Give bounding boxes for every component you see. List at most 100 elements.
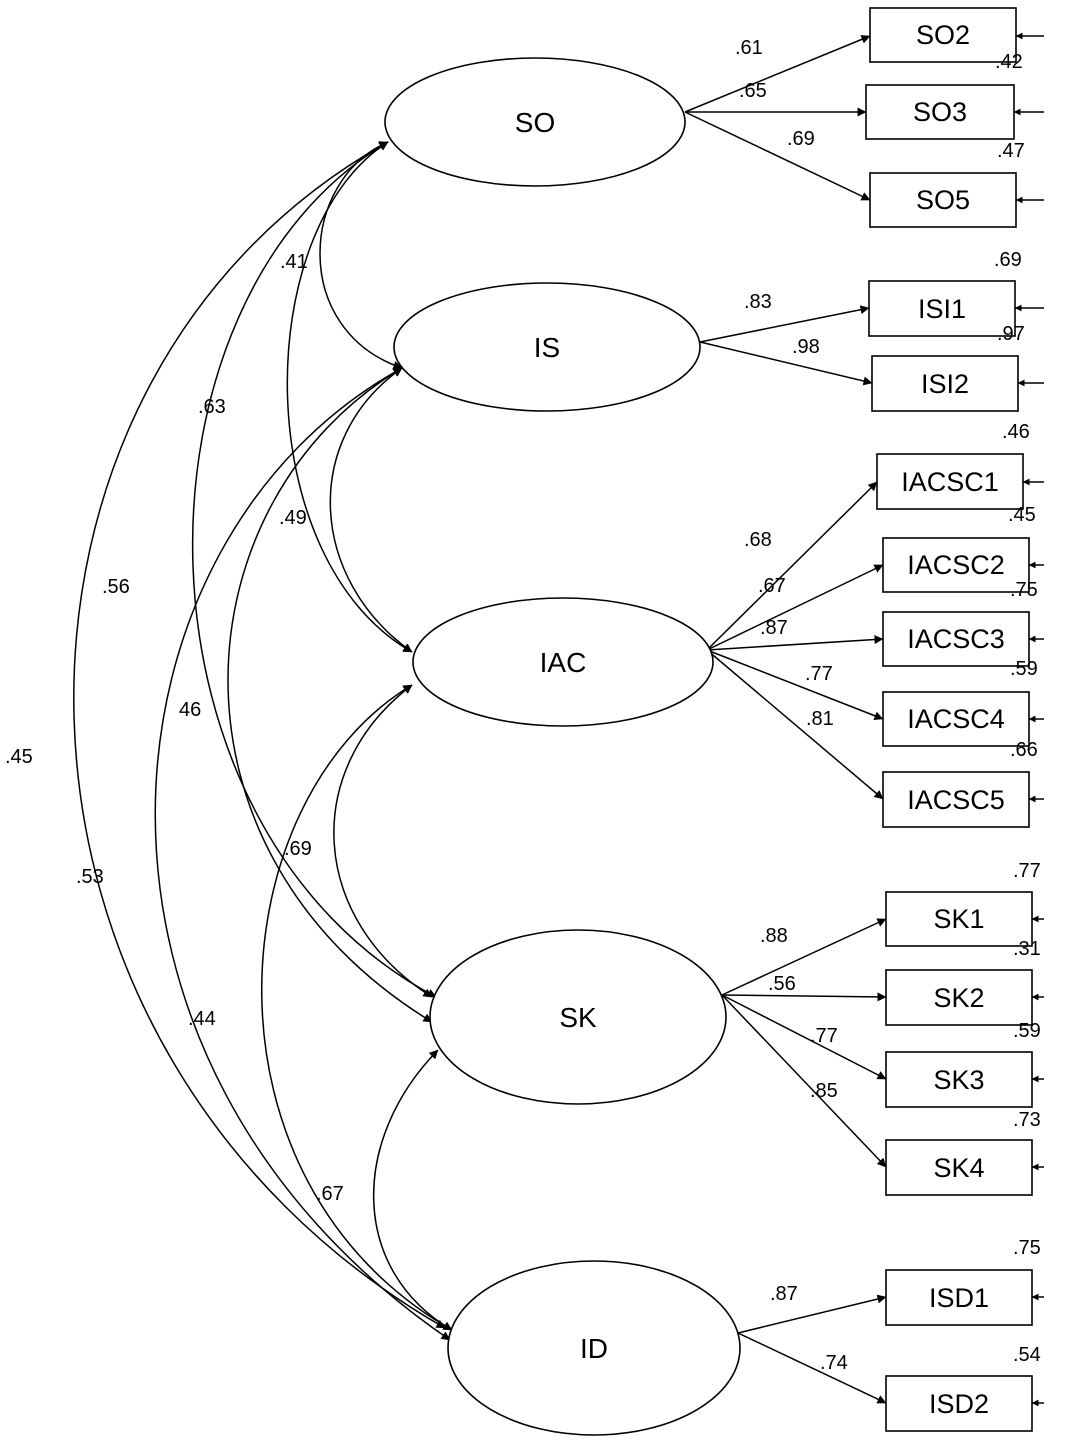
indicator-label: IACSC3	[907, 624, 1005, 654]
indicator-isi1: ISI1	[868, 280, 1016, 337]
loading-arrow	[699, 305, 870, 343]
loading-paths	[684, 35, 887, 1404]
correlation-value: .49	[279, 507, 307, 529]
latent-label: ID	[580, 1333, 608, 1364]
correlation-arc	[73, 141, 446, 1329]
loading-value: .88	[760, 925, 788, 947]
r2-value: .59	[1010, 658, 1038, 680]
correlation-arc	[191, 141, 437, 998]
r2-value: .59	[1013, 1020, 1041, 1042]
loading-arrow	[737, 1332, 887, 1404]
error-arrows	[1013, 32, 1044, 1407]
indicator-label: SO5	[916, 185, 970, 215]
indicator-label: SK3	[933, 1065, 984, 1095]
loading-value: .77	[810, 1025, 838, 1047]
indicator-label: IACSC2	[907, 550, 1005, 580]
loading-value: .87	[760, 617, 788, 639]
r2-value: .46	[1002, 421, 1030, 443]
loading-value: .98	[792, 336, 820, 358]
indicator-label: SK1	[933, 904, 984, 934]
r2-value: .77	[1013, 860, 1041, 882]
correlation-value: .45	[5, 746, 33, 768]
indicator-label: SO2	[916, 20, 970, 50]
correlation-value: .67	[316, 1183, 344, 1205]
loading-value: .68	[744, 529, 772, 551]
latent-is: IS	[393, 282, 701, 412]
loading-arrow	[706, 649, 884, 721]
latent-so: SO	[384, 57, 686, 187]
r2-value: .54	[1013, 1344, 1041, 1366]
correlation-arc	[373, 1049, 453, 1331]
r2-value: .42	[995, 51, 1023, 73]
correlation-arc	[319, 141, 403, 370]
indicator-isd2: ISD2	[885, 1375, 1033, 1432]
indicator-label: ISI2	[921, 369, 969, 399]
loading-arrow	[721, 992, 887, 1002]
latent-sk: SK	[429, 929, 727, 1105]
loading-arrow	[721, 918, 887, 996]
loading-arrow	[721, 994, 887, 1080]
r2-value: .75	[1013, 1237, 1041, 1259]
correlation-value: .41	[280, 251, 308, 273]
loading-value: .67	[758, 575, 786, 597]
indicator-isd1: ISD1	[885, 1269, 1033, 1326]
correlation-arc	[286, 141, 413, 653]
correlation-arc	[261, 684, 453, 1331]
indicator-iacsc2: IACSC2	[882, 537, 1030, 593]
correlation-value: .63	[198, 396, 226, 418]
indicator-sk4: SK4	[885, 1139, 1033, 1196]
correlation-value: .44	[188, 1008, 216, 1030]
loading-arrow	[737, 1294, 887, 1334]
correlation-arc	[329, 367, 413, 653]
loading-value: .81	[806, 708, 834, 730]
indicator-so5: SO5	[869, 172, 1017, 228]
r2-value: .31	[1013, 938, 1041, 960]
indicator-iacsc5: IACSC5	[882, 771, 1030, 828]
correlation-value: .53	[76, 866, 104, 888]
loading-arrow	[706, 649, 884, 800]
latent-id: ID	[447, 1260, 741, 1436]
indicator-label: IACSC4	[907, 704, 1005, 734]
indicator-label: SK2	[933, 983, 984, 1013]
correlation-value: .69	[284, 838, 312, 860]
indicator-label: IACSC1	[901, 467, 999, 497]
loading-arrow	[684, 111, 871, 201]
loading-arrow	[706, 635, 884, 651]
correlation-value: .56	[102, 576, 130, 598]
indicator-label: IACSC5	[907, 785, 1005, 815]
r2-value: .47	[997, 140, 1025, 162]
r2-value: .69	[994, 249, 1022, 271]
indicator-label: SK4	[933, 1153, 984, 1183]
indicator-label: ISD2	[929, 1389, 989, 1419]
indicator-sk2: SK2	[885, 969, 1033, 1026]
indicator-sk1: SK1	[885, 891, 1033, 947]
loading-value: .83	[744, 291, 772, 313]
indicator-sk3: SK3	[885, 1051, 1033, 1108]
loading-value: .85	[810, 1080, 838, 1102]
indicator-label: ISI1	[918, 294, 966, 324]
loading-value: .65	[739, 80, 767, 102]
indicator-label: SO3	[913, 97, 967, 127]
correlation-value: 46	[179, 699, 201, 721]
indicator-label: ISD1	[929, 1283, 989, 1313]
latent-label: SO	[515, 107, 555, 138]
loading-value: .74	[820, 1352, 848, 1374]
latent-label: SK	[559, 1002, 597, 1033]
r2-value: .73	[1013, 1109, 1041, 1131]
latent-label: IAC	[540, 647, 587, 678]
loading-value: .77	[805, 663, 833, 685]
indicator-isi2: ISI2	[871, 355, 1019, 412]
indicator-iacsc4: IACSC4	[882, 691, 1030, 747]
loading-arrow	[684, 35, 871, 113]
latent-iac: IAC	[412, 597, 714, 727]
indicator-iacsc1: IACSC1	[876, 453, 1024, 510]
correlation-arc	[333, 684, 433, 998]
loading-arrow	[721, 994, 887, 1168]
loading-value: .56	[768, 973, 796, 995]
loading-value: .61	[735, 37, 763, 59]
r2-value: .75	[1010, 579, 1038, 601]
r2-value: .97	[997, 323, 1025, 345]
loading-arrow	[706, 481, 878, 651]
correlation-arc	[154, 367, 451, 1341]
